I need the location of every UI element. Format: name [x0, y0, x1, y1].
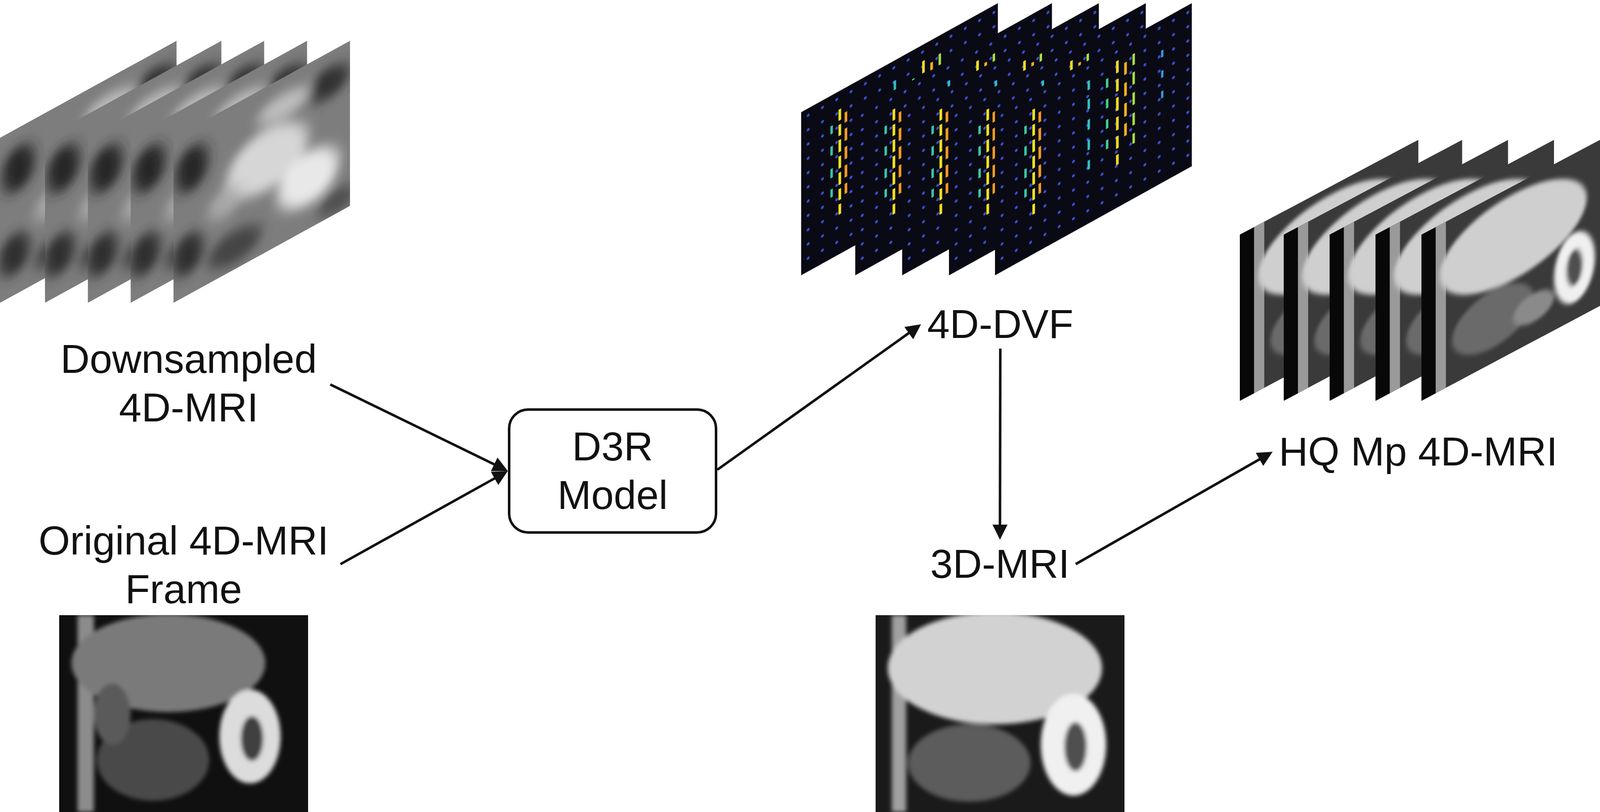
downsampled-stack — [0, 37, 356, 304]
stage-label: 3D-MRI — [924, 539, 1076, 589]
original-frame-image — [59, 615, 309, 812]
stage-name: Original 4D-MRI Frame — [32, 516, 335, 614]
mri-3d-image — [875, 615, 1125, 812]
stage-label: HQ Mp 4D-MRI — [1272, 427, 1564, 477]
stage-name: 3D-MRI — [930, 539, 1070, 589]
flow-arrow — [998, 348, 1002, 536]
stage-label: Original 4D-MRI Frame — [26, 516, 341, 614]
dvf-frame — [995, 3, 1192, 276]
bowel — [907, 724, 1031, 802]
kidney — [219, 689, 281, 784]
stomach — [94, 683, 132, 745]
hq-frame — [1421, 139, 1600, 401]
kidney-pelvis — [240, 715, 264, 761]
flow-arrow — [340, 472, 505, 565]
flow-arrow — [330, 384, 505, 470]
flow-arrow — [717, 326, 918, 470]
flow-arrow — [1075, 453, 1270, 565]
process-box: D3R Model — [507, 408, 718, 534]
stage-name: Downsampled 4D-MRI — [53, 334, 325, 432]
stage-name: HQ Mp 4D-MRI — [1278, 427, 1558, 477]
stage-name: 4D-DVF — [927, 299, 1074, 349]
kidney — [1041, 693, 1107, 796]
box-label: D3R Model — [520, 422, 705, 520]
dvf-stack — [801, 3, 1193, 276]
stage-label: 4D-DVF — [921, 299, 1080, 349]
stage-label: Downsampled 4D-MRI — [47, 334, 331, 432]
kidney-pelvis — [1064, 722, 1087, 772]
hq-stack — [1239, 139, 1600, 401]
downsampled-frame — [172, 37, 356, 304]
